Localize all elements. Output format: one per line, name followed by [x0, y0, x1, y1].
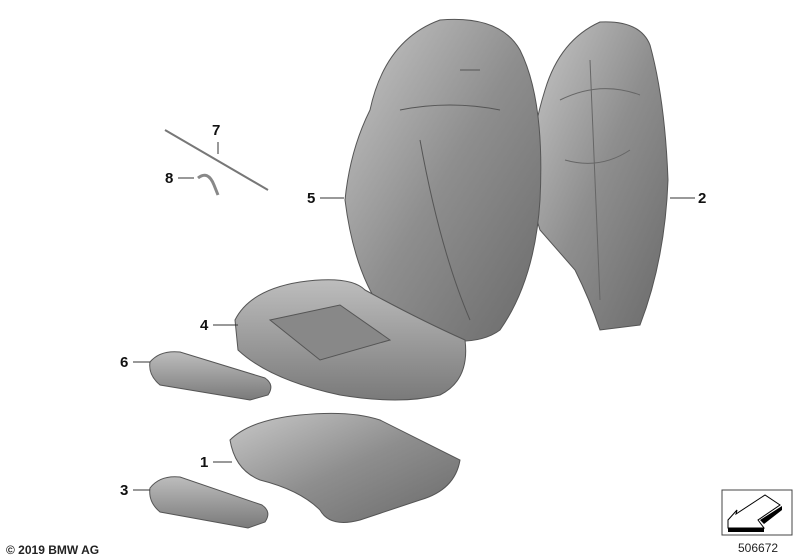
leader-lines: [133, 142, 695, 491]
copyright: © 2019 BMW AG: [6, 543, 100, 557]
diagram-id: 506672: [738, 541, 779, 555]
clip-part-8[interactable]: [197, 173, 220, 196]
part-label-7: 7: [212, 122, 221, 139]
seat-base-foam-part-1[interactable]: [229, 412, 461, 523]
part-label-1: 1: [200, 454, 209, 471]
part-label-2: 2: [698, 190, 707, 207]
cable-part-7[interactable]: [164, 129, 269, 191]
thigh-pad-part-6[interactable]: [149, 351, 272, 401]
part-label-3: 3: [120, 482, 129, 499]
backrest-cover-part-5[interactable]: [344, 18, 542, 342]
part-label-5: 5: [307, 190, 316, 207]
part-label-8: 8: [165, 170, 174, 187]
part-label-4: 4: [200, 317, 209, 334]
orientation-arrow-icon: [721, 489, 793, 536]
thigh-pad-part-3[interactable]: [149, 476, 269, 529]
part-label-6: 6: [120, 354, 129, 371]
